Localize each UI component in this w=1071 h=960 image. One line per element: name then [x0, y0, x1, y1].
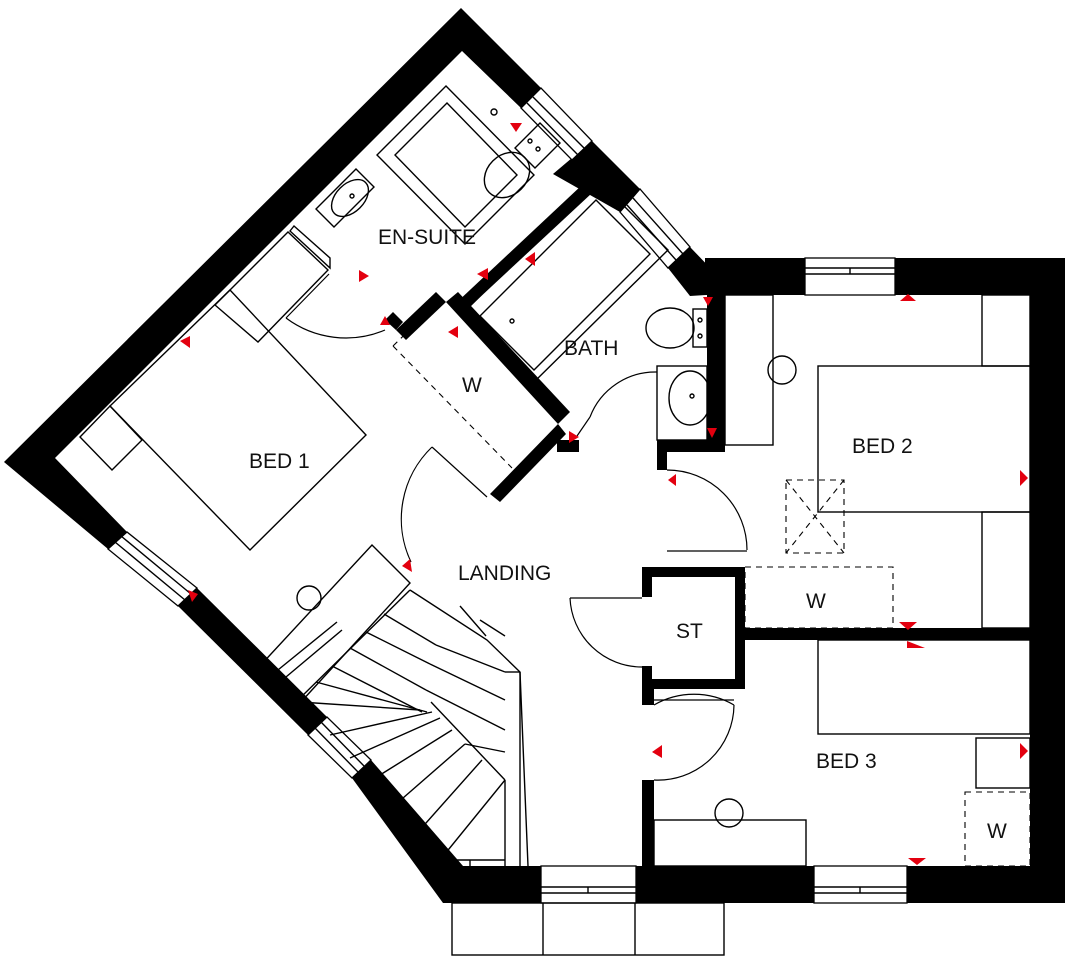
- markers: [180, 123, 1028, 865]
- windows: [106, 87, 908, 956]
- interior-walls: [385, 170, 1035, 870]
- marker-arrow: [188, 590, 198, 602]
- label-bath: BATH: [564, 337, 618, 360]
- marker-arrow: [477, 268, 488, 280]
- label-wardrobe-bed1: W: [462, 374, 482, 397]
- wall-northwest: [4, 8, 541, 549]
- marker-arrow: [359, 270, 369, 282]
- wall-south-2: [636, 866, 814, 903]
- marker-arrow: [703, 297, 713, 306]
- wall-south-1: [443, 866, 541, 903]
- label-wardrobe-bed2: W: [806, 590, 826, 613]
- marker-arrow: [652, 745, 662, 758]
- label-bed1: BED 1: [249, 450, 310, 473]
- wall-north-1: [705, 258, 805, 295]
- label-landing: LANDING: [458, 562, 551, 585]
- wall-north-2: [895, 258, 1065, 295]
- marker-arrow: [402, 559, 412, 572]
- marker-arrow: [525, 252, 535, 266]
- marker-arrow: [1020, 743, 1028, 759]
- label-wardrobe-bed3: W: [987, 820, 1007, 843]
- label-bed2: BED 2: [852, 435, 913, 458]
- marker-arrow: [900, 294, 916, 301]
- wall-east: [1030, 258, 1065, 903]
- room-labels: EN-SUITE BATH W BED 1 BED 2 LANDING W ST…: [249, 226, 1007, 843]
- wall-northeast-2: [668, 247, 716, 296]
- marker-arrow: [668, 474, 676, 486]
- wall-southwest-lower: [352, 760, 463, 903]
- marker-arrow: [569, 431, 579, 443]
- marker-arrow: [899, 622, 917, 630]
- marker-arrow: [180, 336, 190, 348]
- marker-arrow: [707, 428, 717, 438]
- label-en-suite: EN-SUITE: [378, 226, 476, 249]
- marker-arrow: [448, 326, 458, 338]
- fixtures: [79, 85, 1031, 867]
- exterior-walls: [4, 8, 1065, 903]
- label-store: ST: [676, 620, 703, 643]
- wall-southwest-upper: [178, 588, 327, 735]
- marker-arrow: [1020, 470, 1028, 486]
- marker-arrow: [510, 123, 522, 132]
- marker-arrow: [380, 316, 390, 325]
- label-bed3: BED 3: [816, 750, 877, 773]
- marker-arrow: [908, 858, 926, 865]
- staircase: [295, 589, 529, 867]
- doors: [285, 273, 748, 781]
- marker-arrow: [907, 641, 925, 648]
